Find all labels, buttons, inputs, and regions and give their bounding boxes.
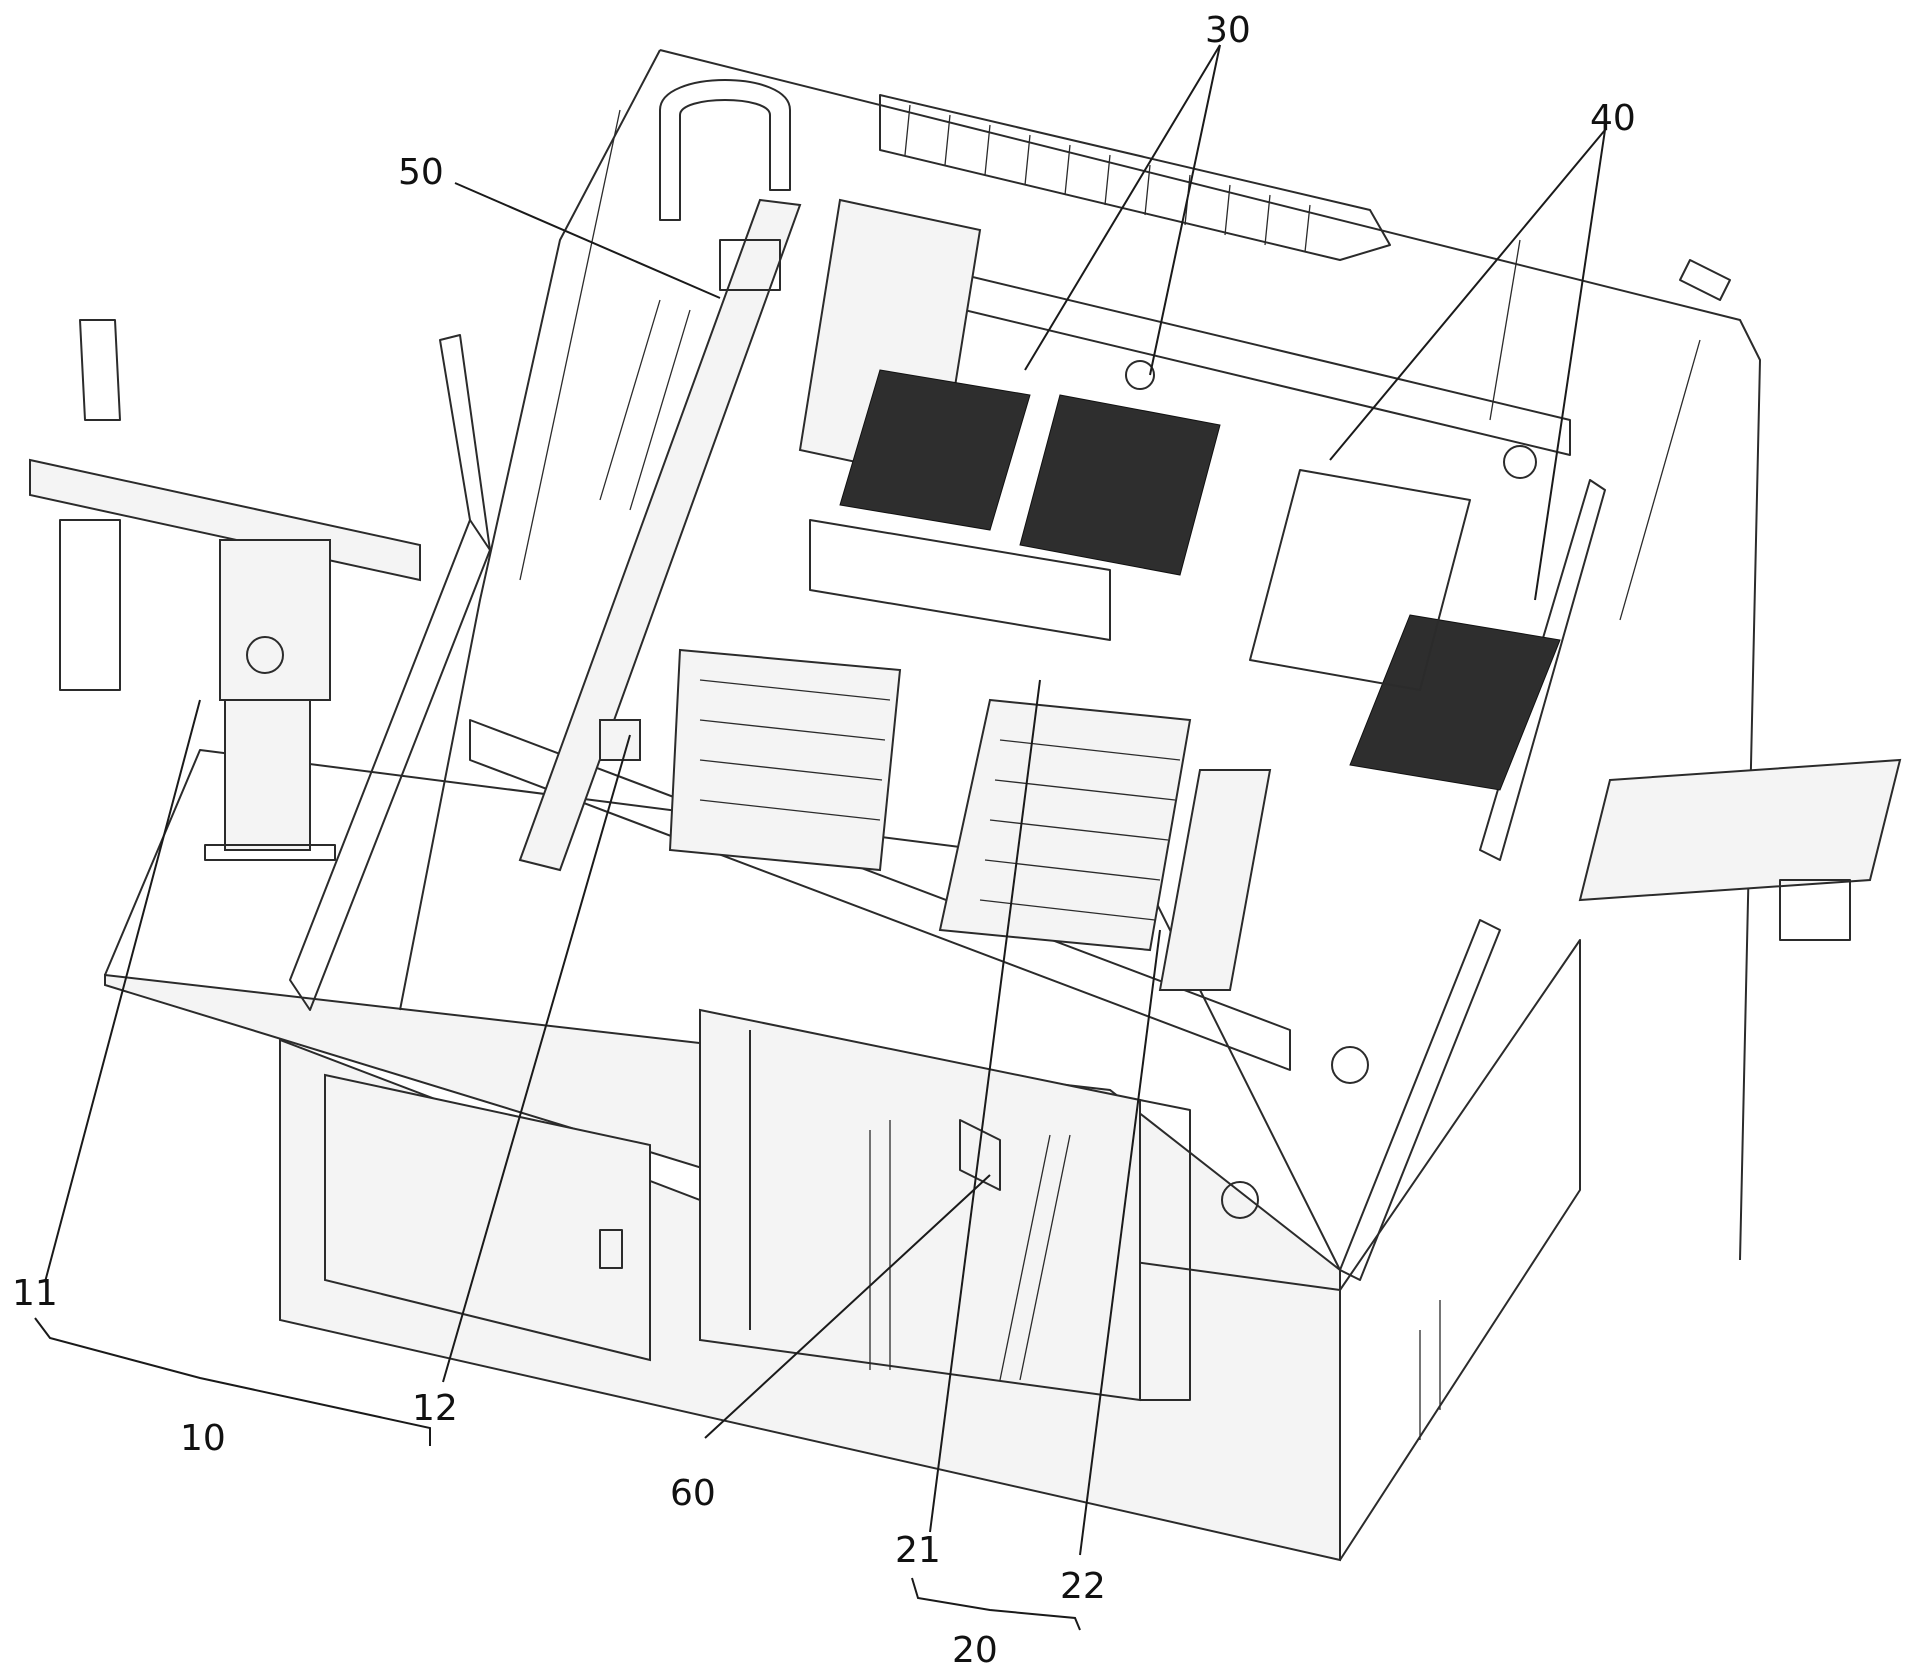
callout-10: 10 xyxy=(34,1317,431,1459)
callout-12: 12 xyxy=(412,734,631,1429)
callout-20: 20 xyxy=(911,1577,1081,1670)
ref-numeral-60: 60 xyxy=(670,1473,716,1514)
ref-numeral-10: 10 xyxy=(180,1418,226,1459)
left-gantry-arm xyxy=(29,319,421,861)
feeder-racks xyxy=(668,648,1272,991)
ref-numeral-50: 50 xyxy=(398,152,444,193)
ref-numeral-30: 30 xyxy=(1205,10,1251,51)
callout-60: 60 xyxy=(670,1174,991,1514)
callout-30: 30 xyxy=(1024,10,1251,376)
ref-numeral-12: 12 xyxy=(412,1388,458,1429)
callout-11: 11 xyxy=(12,699,201,1314)
ref-numeral-21: 21 xyxy=(895,1530,941,1571)
cabinet-door xyxy=(324,1073,651,1362)
callout-22: 22 xyxy=(1060,929,1161,1607)
ref-numeral-22: 22 xyxy=(1060,1566,1106,1607)
vent-covers xyxy=(1125,360,1537,1219)
ref-numeral-40: 40 xyxy=(1590,98,1636,139)
ref-numeral-11: 11 xyxy=(12,1273,58,1314)
trays-30 xyxy=(809,369,1221,641)
tray-40 xyxy=(1249,469,1902,941)
callout-50: 50 xyxy=(398,152,721,299)
lower-compartment xyxy=(699,1008,1191,1402)
ref-numeral-20: 20 xyxy=(952,1630,998,1670)
callout-21: 21 xyxy=(895,679,1041,1571)
callout-40: 40 xyxy=(1329,98,1636,601)
